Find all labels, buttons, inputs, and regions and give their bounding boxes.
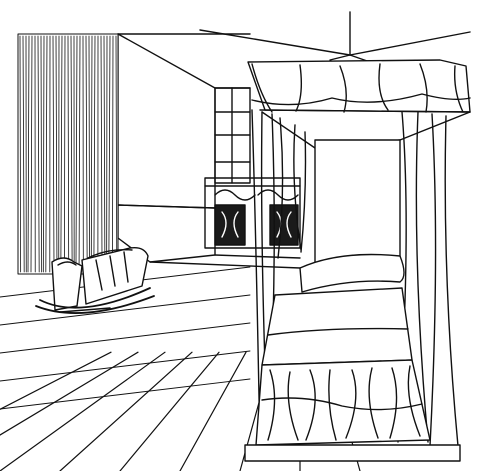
- curtain-stroke: [27, 35, 30, 273]
- floor-board-seam: [0, 378, 251, 410]
- curtain-stroke: [42, 35, 45, 273]
- curtain-stroke: [75, 35, 78, 273]
- floor-board-line: [119, 351, 220, 471]
- canopy-bed: [199, 11, 471, 462]
- curtain-stroke: [93, 35, 96, 273]
- floor-board-seam: [0, 350, 251, 382]
- curtain-stroke: [55, 35, 58, 273]
- curtain-stroke: [85, 35, 88, 273]
- curtain-stroke: [37, 35, 40, 273]
- curtain-stroke: [90, 35, 93, 273]
- floor-board-line: [179, 351, 247, 471]
- curtain-stroke: [19, 35, 22, 273]
- curtain-stroke: [88, 35, 90, 273]
- curtain-stroke: [40, 35, 43, 273]
- curtain-stroke: [45, 35, 48, 273]
- floor-board-seam: [0, 294, 251, 326]
- cradle: [35, 246, 155, 314]
- curtain-stroke: [115, 35, 118, 273]
- floor-board-line: [59, 351, 193, 471]
- curtain-stroke: [30, 35, 33, 273]
- curtain-stroke: [70, 35, 73, 273]
- floor-board-line: [0, 351, 166, 471]
- curtain-stroke: [78, 35, 81, 273]
- curtain-stroke: [103, 35, 106, 273]
- curtain-stroke: [63, 35, 66, 273]
- back-window: [214, 87, 251, 184]
- left-curtain: [17, 33, 119, 275]
- curtain-stroke: [100, 35, 103, 273]
- curtain-stroke: [22, 35, 25, 273]
- floor-board-seam: [0, 322, 251, 354]
- curtain-stroke: [112, 35, 114, 273]
- curtain-stroke: [52, 35, 55, 273]
- floor-board-line: [0, 351, 139, 436]
- curtain-stroke: [108, 35, 111, 273]
- curtain-stroke: [60, 35, 63, 273]
- back-cabinet: [204, 177, 301, 249]
- curtain-stroke: [67, 35, 70, 273]
